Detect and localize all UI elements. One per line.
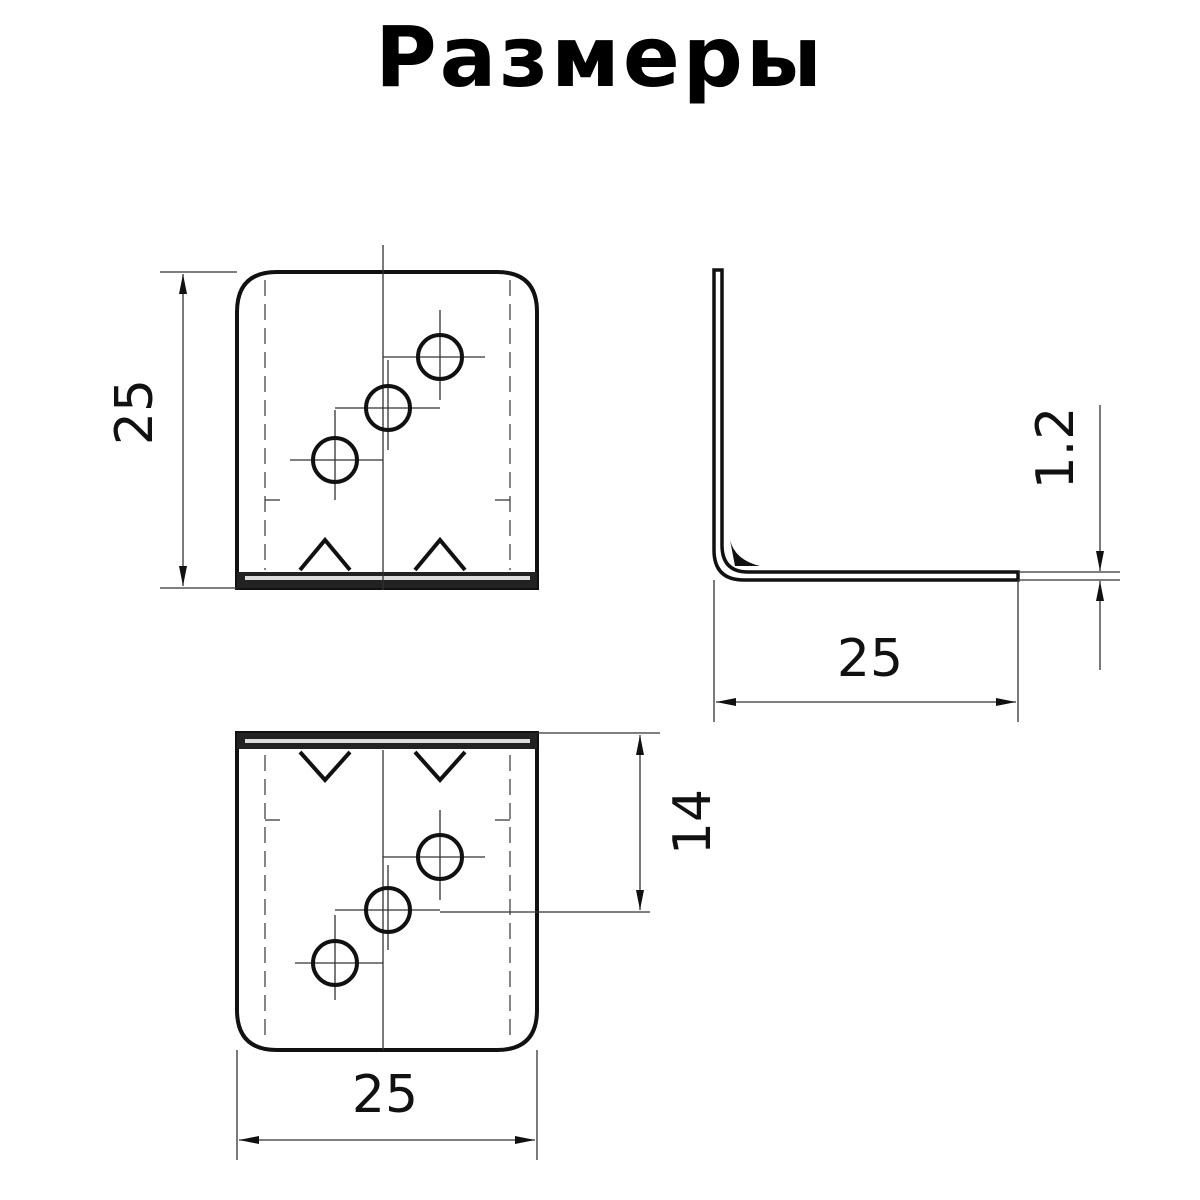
dimension-front-height: 25 xyxy=(105,379,165,445)
dimension-bottom-width: 25 xyxy=(352,1065,418,1125)
dimension-thickness: 1.2 xyxy=(1026,407,1086,490)
bottom-view: 14 25 xyxy=(235,731,723,1160)
hole xyxy=(364,384,412,432)
dimension-hole-offset: 14 xyxy=(663,789,723,855)
hole xyxy=(311,436,359,484)
hole xyxy=(416,833,464,881)
dimension-side-length: 25 xyxy=(837,629,903,689)
front-view: 25 xyxy=(105,245,539,590)
hole xyxy=(416,333,464,381)
page-title: Размеры xyxy=(375,8,825,106)
hole xyxy=(311,939,359,987)
side-view: 25 1.2 xyxy=(712,268,1120,722)
hole xyxy=(364,886,412,934)
